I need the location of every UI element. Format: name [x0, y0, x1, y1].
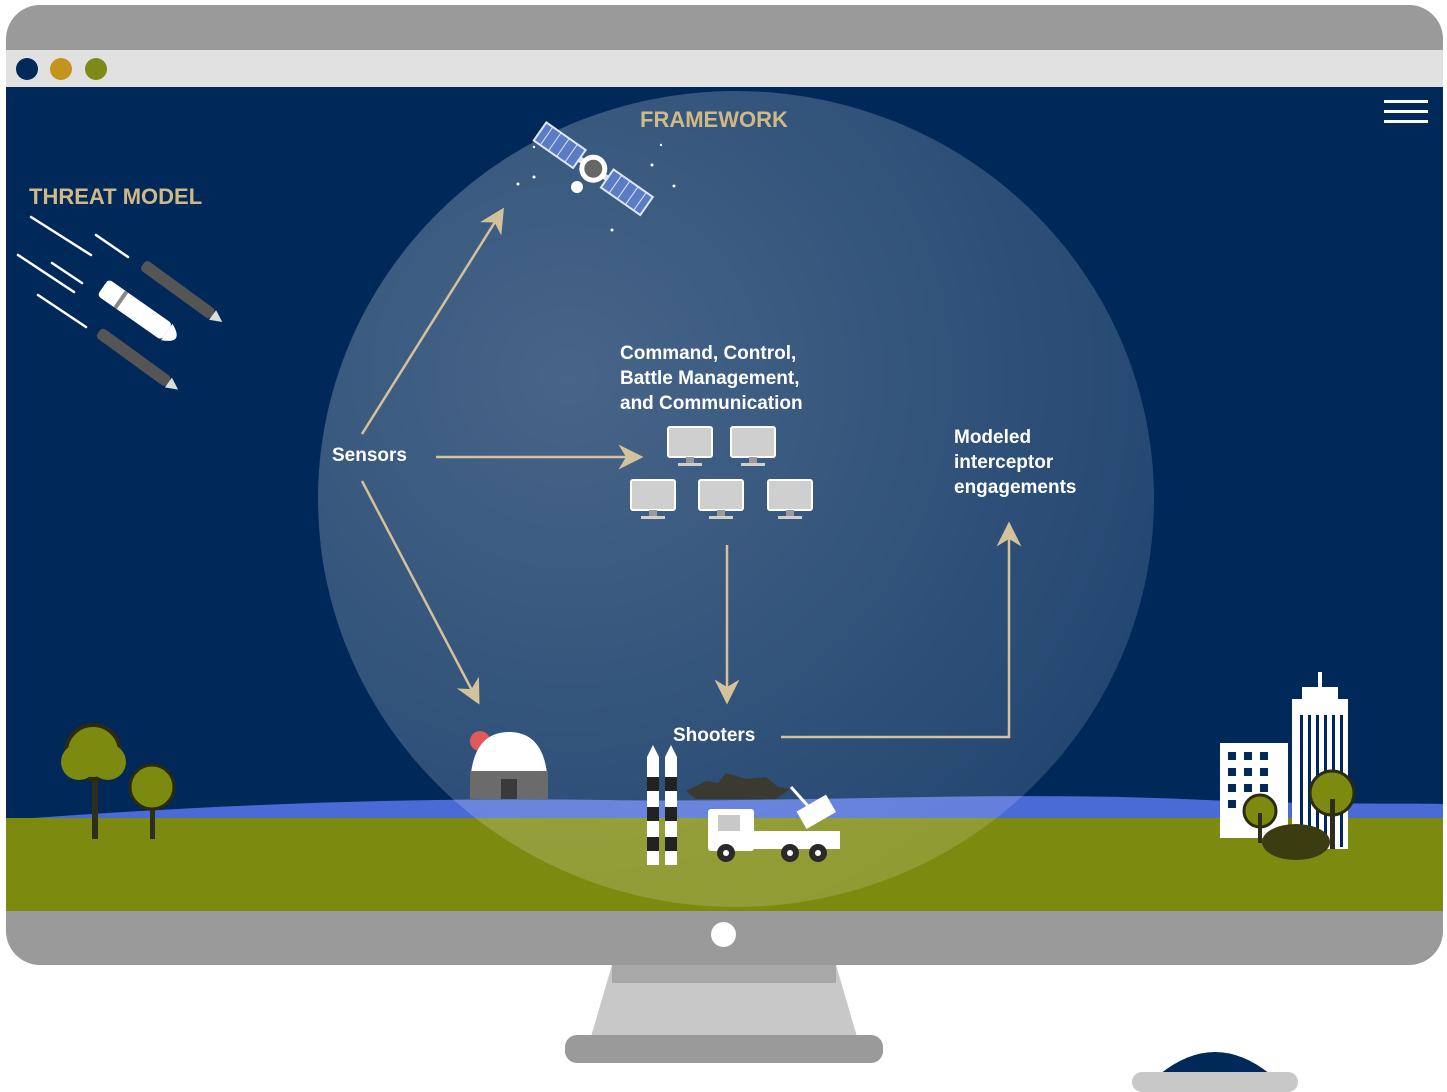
computer-workstations-icon	[630, 426, 813, 519]
engagements-label: Modeled interceptor engagements	[954, 427, 1077, 498]
arrow-shooters-to-engagements	[781, 521, 1022, 739]
window-minimize-button[interactable]	[50, 58, 72, 80]
framework-title: FRAMEWORK	[640, 107, 788, 132]
window-maximize-button[interactable]	[85, 58, 107, 80]
window-titlebar	[6, 50, 1443, 87]
scene-illustration	[6, 91, 1443, 911]
threat-model-title: THREAT MODEL	[29, 184, 203, 209]
second-monitor-icon	[1132, 1052, 1298, 1092]
tree-icon	[61, 723, 176, 839]
radar-dome-icon	[470, 731, 548, 799]
power-button[interactable]	[711, 922, 736, 947]
interceptor-launchers-icon	[647, 745, 840, 865]
window-close-button[interactable]	[16, 58, 38, 80]
city-buildings-icon	[1220, 672, 1356, 860]
arrow-sensors-to-satellite	[360, 207, 504, 435]
satellite-icon	[516, 121, 676, 232]
missiles-icon	[16, 215, 223, 390]
sensors-label: Sensors	[332, 445, 407, 466]
hamburger-menu-icon[interactable]	[1384, 100, 1428, 124]
arrow-sensors-to-radar	[360, 480, 480, 705]
screen: THREAT MODEL FRAMEWORK Sensors Command, …	[6, 87, 1443, 911]
shooters-label: Shooters	[673, 725, 756, 746]
c2-label: Command, Control, Battle Management, and…	[620, 343, 803, 414]
